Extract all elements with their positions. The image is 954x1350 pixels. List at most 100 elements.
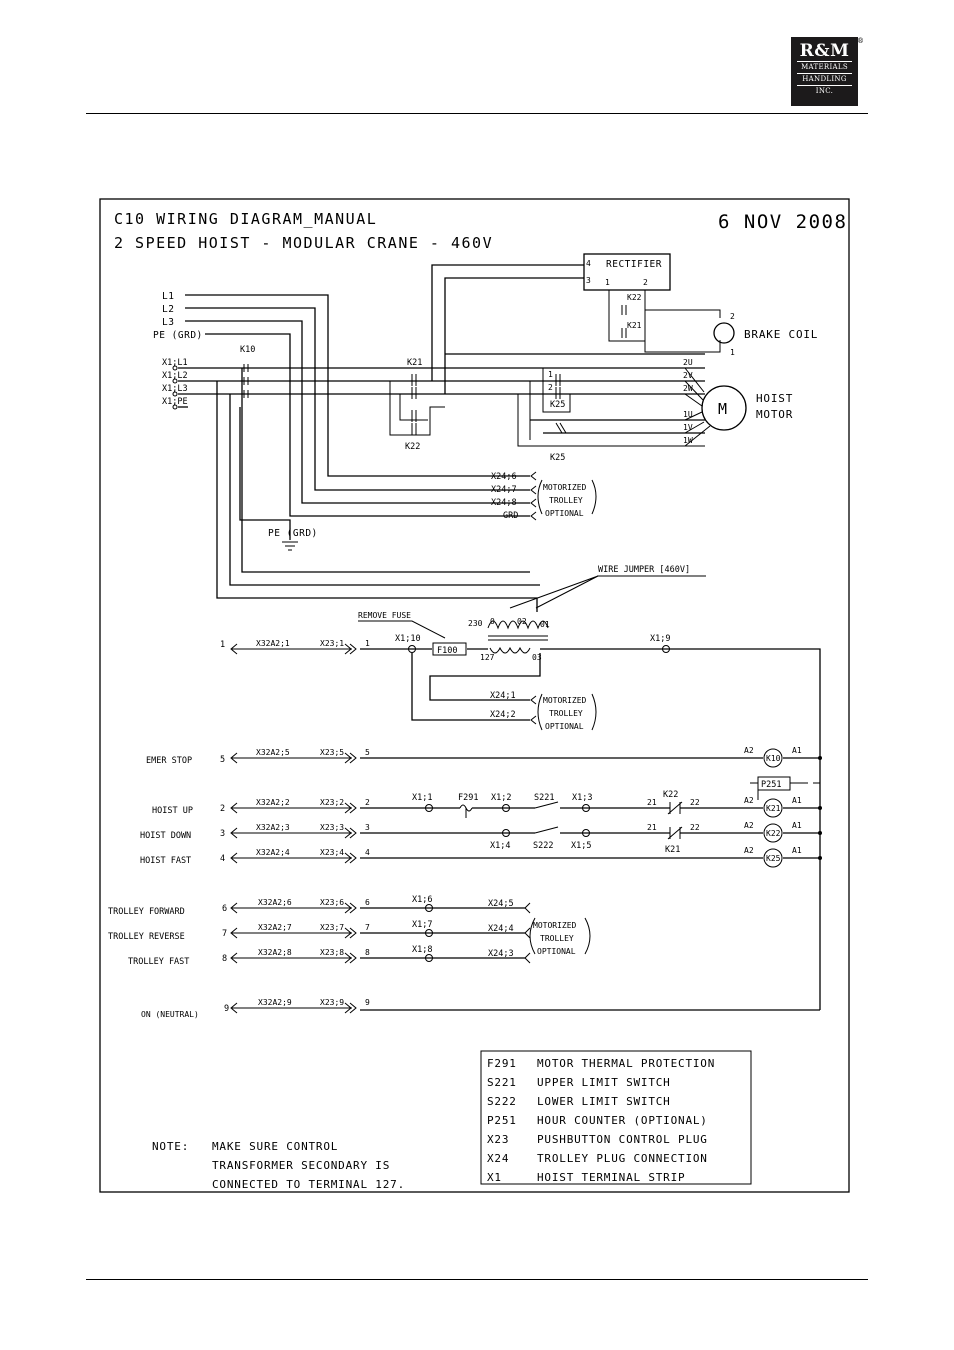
trolley-label: TROLLEY bbox=[549, 709, 583, 718]
f291-icon bbox=[459, 804, 473, 818]
legend-code: F291 bbox=[487, 1057, 517, 1070]
row-name: HOIST FAST bbox=[140, 856, 191, 866]
pe-grd-label: PE (GRD) bbox=[268, 528, 318, 539]
legend-description: LOWER LIMIT SWITCH bbox=[537, 1095, 671, 1108]
x24-8-label: X24;8 bbox=[491, 498, 517, 508]
s222-label: S222 bbox=[533, 841, 553, 851]
x23-label: X23;1 bbox=[320, 639, 344, 648]
k22-interlock-icon bbox=[667, 801, 683, 815]
hoist-motor-label: MOTOR bbox=[756, 408, 793, 421]
remove-fuse-leader bbox=[358, 620, 446, 639]
supply-l2-label: L2 bbox=[162, 304, 174, 315]
registered-mark: ® bbox=[857, 37, 864, 45]
x23-label: X23;9 bbox=[320, 998, 344, 1007]
x1-6-label: X1;6 bbox=[412, 895, 432, 905]
x23-label: X23;8 bbox=[320, 948, 344, 957]
x1-9-label: X1;9 bbox=[650, 634, 670, 644]
transformer-icon bbox=[487, 620, 549, 654]
x24-4-label: X24;4 bbox=[488, 924, 514, 934]
legend-code: X23 bbox=[487, 1133, 509, 1146]
rectifier-terminal: 2 bbox=[643, 278, 648, 287]
legend-code: X1 bbox=[487, 1171, 502, 1184]
trolley-label: OPTIONAL bbox=[545, 509, 584, 518]
note: NOTE: MAKE SURE CONTROL TRANSFORMER SECO… bbox=[152, 1140, 404, 1191]
diagram-date: 6 NOV 2008 bbox=[718, 211, 847, 233]
diagram-subtitle: 2 SPEED HOIST - MODULAR CRANE - 460V bbox=[114, 234, 493, 252]
motor-terminal: 2U bbox=[683, 358, 693, 367]
brake-coil-terminal: 2 bbox=[730, 312, 735, 321]
row-num: 3 bbox=[365, 823, 370, 832]
coil-terminal: A1 bbox=[792, 746, 802, 755]
x23-label: X23;2 bbox=[320, 798, 344, 807]
footer-rule bbox=[86, 1279, 868, 1280]
diagram-frame bbox=[99, 198, 850, 1193]
coil-k10-label: K10 bbox=[766, 754, 781, 763]
legend-description: UPPER LIMIT SWITCH bbox=[537, 1076, 671, 1089]
k10-contactor-label: K10 bbox=[240, 345, 255, 355]
x32-label: X32A2;3 bbox=[256, 823, 290, 832]
x1-pe-label: X1;PE bbox=[162, 397, 188, 407]
k22-brake-label: K22 bbox=[627, 293, 642, 302]
motor-terminal: 2V bbox=[683, 371, 693, 380]
row-num: 9 bbox=[224, 1004, 229, 1014]
row-num: 3 bbox=[220, 829, 225, 839]
hoist-motor-label: HOIST bbox=[756, 392, 793, 405]
diagram-title: C10 WIRING DIAGRAM_MANUAL bbox=[114, 210, 377, 228]
control-row-hoist-down: HOIST DOWN 3 X32A2;3 X23;3 3 X1;4 S222 X… bbox=[140, 821, 822, 855]
trolley-label: MOTORIZED bbox=[543, 483, 587, 492]
x32-label: X32A2;2 bbox=[256, 798, 290, 807]
legend-code: P251 bbox=[487, 1114, 517, 1127]
logo-text: INC. bbox=[815, 87, 834, 95]
rectifier-terminal: 3 bbox=[586, 276, 591, 285]
x1-5-label: X1;5 bbox=[571, 841, 591, 851]
row-name: TROLLEY REVERSE bbox=[108, 932, 185, 942]
s222-switch-icon bbox=[534, 826, 559, 834]
x24-6-label: X24;6 bbox=[491, 472, 517, 482]
x1-1-label: X1;1 bbox=[412, 793, 432, 803]
control-row-trolley-forward: TROLLEY FORWARD 6 X32A2;6 X23;6 6 X1;6 X… bbox=[108, 895, 531, 917]
k25-contactor-label-2: K25 bbox=[550, 453, 565, 463]
logo-text: MATERIALS bbox=[801, 63, 848, 71]
motor-symbol: M bbox=[718, 400, 729, 418]
x32-label: X32A2;5 bbox=[256, 748, 290, 757]
company-logo: ® R&M MATERIALS HANDLING INC. bbox=[791, 37, 864, 106]
row-name: TROLLEY FAST bbox=[128, 957, 189, 967]
trolley-label: TROLLEY bbox=[549, 496, 583, 505]
legend-code: S222 bbox=[487, 1095, 517, 1108]
trolley-label: TROLLEY bbox=[540, 934, 574, 943]
legend-description: MOTOR THERMAL PROTECTION bbox=[537, 1057, 715, 1070]
row-num: 7 bbox=[365, 923, 370, 932]
row-num: 8 bbox=[222, 954, 227, 964]
row-num: 6 bbox=[222, 904, 227, 914]
row-num: 4 bbox=[365, 848, 370, 857]
k22-contactor-label: K22 bbox=[405, 442, 420, 452]
motor-terminal: 2W bbox=[683, 384, 693, 393]
coil-k21-label: K21 bbox=[766, 804, 781, 813]
motor-terminal: 1V bbox=[683, 423, 693, 432]
trolley-rows-plug: MOTORIZED TROLLEY OPTIONAL bbox=[529, 917, 591, 956]
row-num: 7 bbox=[222, 929, 227, 939]
x1-10-label: X1;10 bbox=[395, 634, 421, 644]
legend-code: S221 bbox=[487, 1076, 517, 1089]
control-row-trolley-fast: TROLLEY FAST 8 X32A2;8 X23;8 8 X1;8 X24;… bbox=[128, 945, 531, 967]
control-row-emer-stop: EMER STOP 5 X32A2;5 X23;5 5 K10 A2 A1 bbox=[146, 746, 822, 768]
coil-terminal: A2 bbox=[744, 746, 754, 755]
brake-contacts bbox=[608, 290, 721, 353]
s221-switch-icon bbox=[534, 801, 559, 809]
remove-fuse-label: REMOVE FUSE bbox=[358, 611, 411, 620]
legend-description: TROLLEY PLUG CONNECTION bbox=[537, 1152, 708, 1165]
legend-description: PUSHBUTTON CONTROL PLUG bbox=[537, 1133, 708, 1146]
x32-label: X32A2;7 bbox=[258, 923, 292, 932]
k25-contactor-label: K25 bbox=[550, 400, 565, 410]
brake-coil-label: BRAKE COIL bbox=[744, 328, 818, 341]
motor-leads bbox=[684, 367, 711, 447]
x24-5-label: X24;5 bbox=[488, 899, 514, 909]
coil-terminal: A2 bbox=[744, 821, 754, 830]
legend-description: HOIST TERMINAL STRIP bbox=[537, 1171, 685, 1184]
transformer-terminal: 127 bbox=[480, 653, 495, 662]
trolley-label: OPTIONAL bbox=[537, 947, 576, 956]
transformer-terminal: 01 bbox=[540, 620, 550, 629]
hoist-motor-icon bbox=[701, 385, 747, 431]
brake-coil-terminal: 1 bbox=[730, 348, 735, 357]
